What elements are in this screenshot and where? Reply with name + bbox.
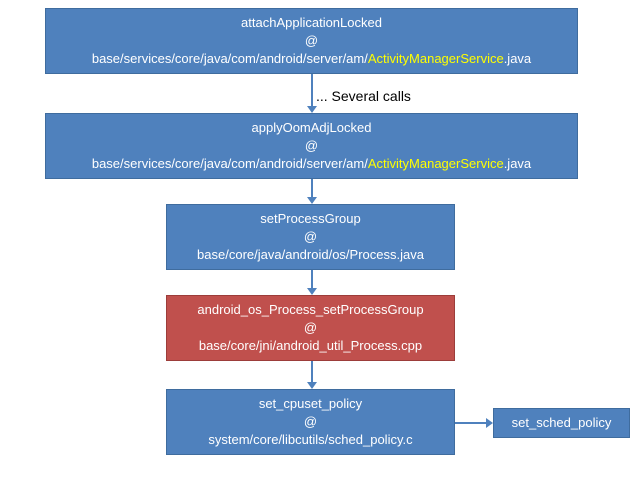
node-at-sign: @: [303, 320, 318, 335]
node-function-name: set_sched_policy: [511, 415, 612, 430]
node-set-sched-policy: set_sched_policy: [493, 408, 630, 438]
node-function-name: attachApplicationLocked: [241, 15, 382, 30]
highlighted-class-name: ActivityManagerService: [367, 156, 504, 171]
node-android-os-process-set-process-group: android_os_Process_setProcessGroup @ bas…: [166, 295, 455, 361]
connector-line: [455, 422, 486, 424]
connector-line: [311, 361, 313, 382]
node-attach-application-locked: attachApplicationLocked @ base/services/…: [45, 8, 578, 74]
node-set-cpuset-policy: set_cpuset_policy @ system/core/libcutil…: [166, 389, 455, 455]
node-file-path: base/core/jni/android_util_Process.cpp: [198, 338, 423, 353]
node-file-path: base/core/java/android/os/Process.java: [197, 247, 424, 262]
arrow-down-icon: [307, 382, 317, 389]
arrow-down-icon: [307, 197, 317, 204]
node-file-path: base/services/core/java/com/android/serv…: [91, 156, 532, 171]
node-function-name: setProcessGroup: [260, 211, 361, 226]
node-at-sign: @: [303, 229, 318, 244]
edge-label-several-calls: ... Several calls: [316, 88, 411, 104]
node-apply-oom-adj-locked: applyOomAdjLocked @ base/services/core/j…: [45, 113, 578, 179]
highlighted-class-name: ActivityManagerService: [367, 51, 504, 66]
connector-line: [311, 74, 313, 106]
node-function-name: applyOomAdjLocked: [251, 120, 372, 135]
node-file-path: system/core/libcutils/sched_policy.c: [208, 432, 413, 447]
node-function-name: android_os_Process_setProcessGroup: [197, 302, 424, 317]
connector-line: [311, 179, 313, 197]
node-function-name: set_cpuset_policy: [258, 396, 363, 411]
arrow-down-icon: [307, 106, 317, 113]
node-at-sign: @: [304, 138, 319, 153]
node-file-path: base/services/core/java/com/android/serv…: [91, 51, 532, 66]
node-at-sign: @: [303, 414, 318, 429]
arrow-down-icon: [307, 288, 317, 295]
node-set-process-group: setProcessGroup @ base/core/java/android…: [166, 204, 455, 270]
connector-line: [311, 270, 313, 288]
node-at-sign: @: [304, 33, 319, 48]
arrow-right-icon: [486, 418, 493, 428]
